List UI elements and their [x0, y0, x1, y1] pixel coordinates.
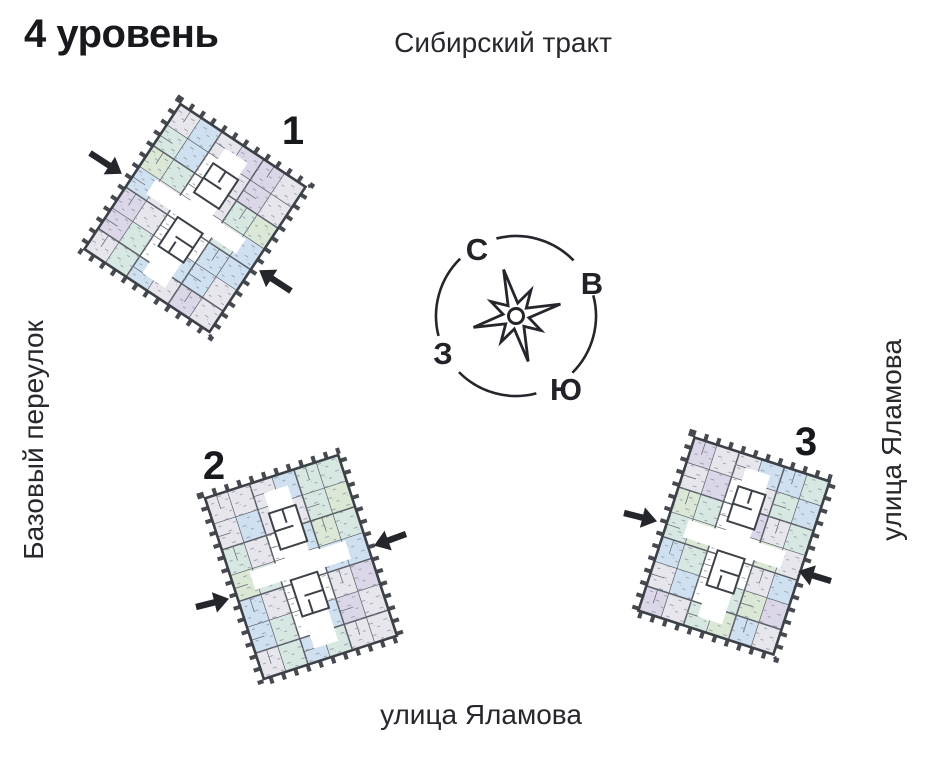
building-2-entrance-arrow-2 — [374, 530, 408, 551]
building-plan-3[interactable] — [629, 428, 839, 664]
compass-label-west: З — [433, 336, 452, 371]
building-3-entrance-arrow-2 — [798, 565, 832, 586]
building-2-entrance-arrow-1 — [195, 592, 229, 613]
page-title: 4 уровень — [24, 12, 219, 56]
building-plan-1[interactable] — [74, 94, 316, 342]
building-plan-2[interactable] — [196, 446, 406, 688]
building-number-1: 1 — [282, 109, 304, 153]
building-1-entrance-arrow-1 — [88, 150, 122, 175]
compass-rose: С В З Ю — [433, 232, 603, 407]
building-number-2: 2 — [203, 444, 225, 488]
compass-label-south: Ю — [550, 372, 582, 407]
compass-hub — [507, 307, 525, 325]
compass-label-east: В — [581, 266, 603, 301]
compass-label-north: С — [466, 232, 488, 267]
building-3-entrance-arrow-1 — [623, 507, 657, 528]
building-1-entrance-arrow-2 — [259, 269, 293, 294]
buildings-layer — [74, 94, 839, 688]
overlay-layer: 1 2 3 — [88, 109, 832, 613]
street-label-top: Сибирский тракт — [394, 27, 612, 58]
street-label-bottom: улица Яламова — [380, 699, 582, 730]
building-number-3: 3 — [795, 420, 817, 464]
